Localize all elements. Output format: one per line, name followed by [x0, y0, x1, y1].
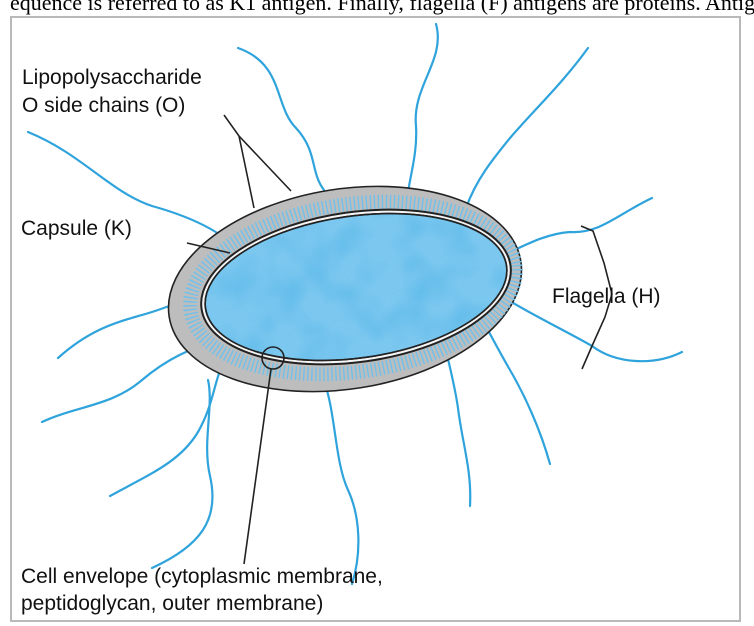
- clipped-top-text: equence is referred to as K1 antigen. Fi…: [10, 0, 754, 16]
- flagellum: [406, 24, 438, 216]
- flagellum: [466, 48, 588, 208]
- envelope-label-line1: Cell envelope (cytoplasmic membrane,: [21, 564, 383, 589]
- lps-leader-line: [224, 115, 239, 136]
- lps-label-line1: Lipopolysaccharide: [22, 65, 202, 90]
- figure-frame: Lipopolysaccharide O side chains (O) Cap…: [10, 16, 741, 622]
- capsule-label: Capsule (K): [21, 216, 132, 241]
- flagellum: [152, 380, 213, 568]
- flagella-label: Flagella (H): [552, 284, 661, 309]
- flagellum: [42, 342, 214, 422]
- lps-label-line2: O side chains (O): [22, 93, 185, 118]
- flagellum: [508, 300, 682, 361]
- envelope-leader-line: [244, 369, 271, 564]
- flagellum: [238, 48, 324, 190]
- flagellum: [322, 376, 358, 584]
- clipped-page-text: equence is referred to as K1 antigen. Fi…: [0, 0, 754, 16]
- envelope-label-line2: peptidoglycan, outer membrane): [21, 591, 323, 616]
- lps-leader-line-left: [239, 136, 254, 208]
- lps-leader-line-right: [239, 136, 291, 191]
